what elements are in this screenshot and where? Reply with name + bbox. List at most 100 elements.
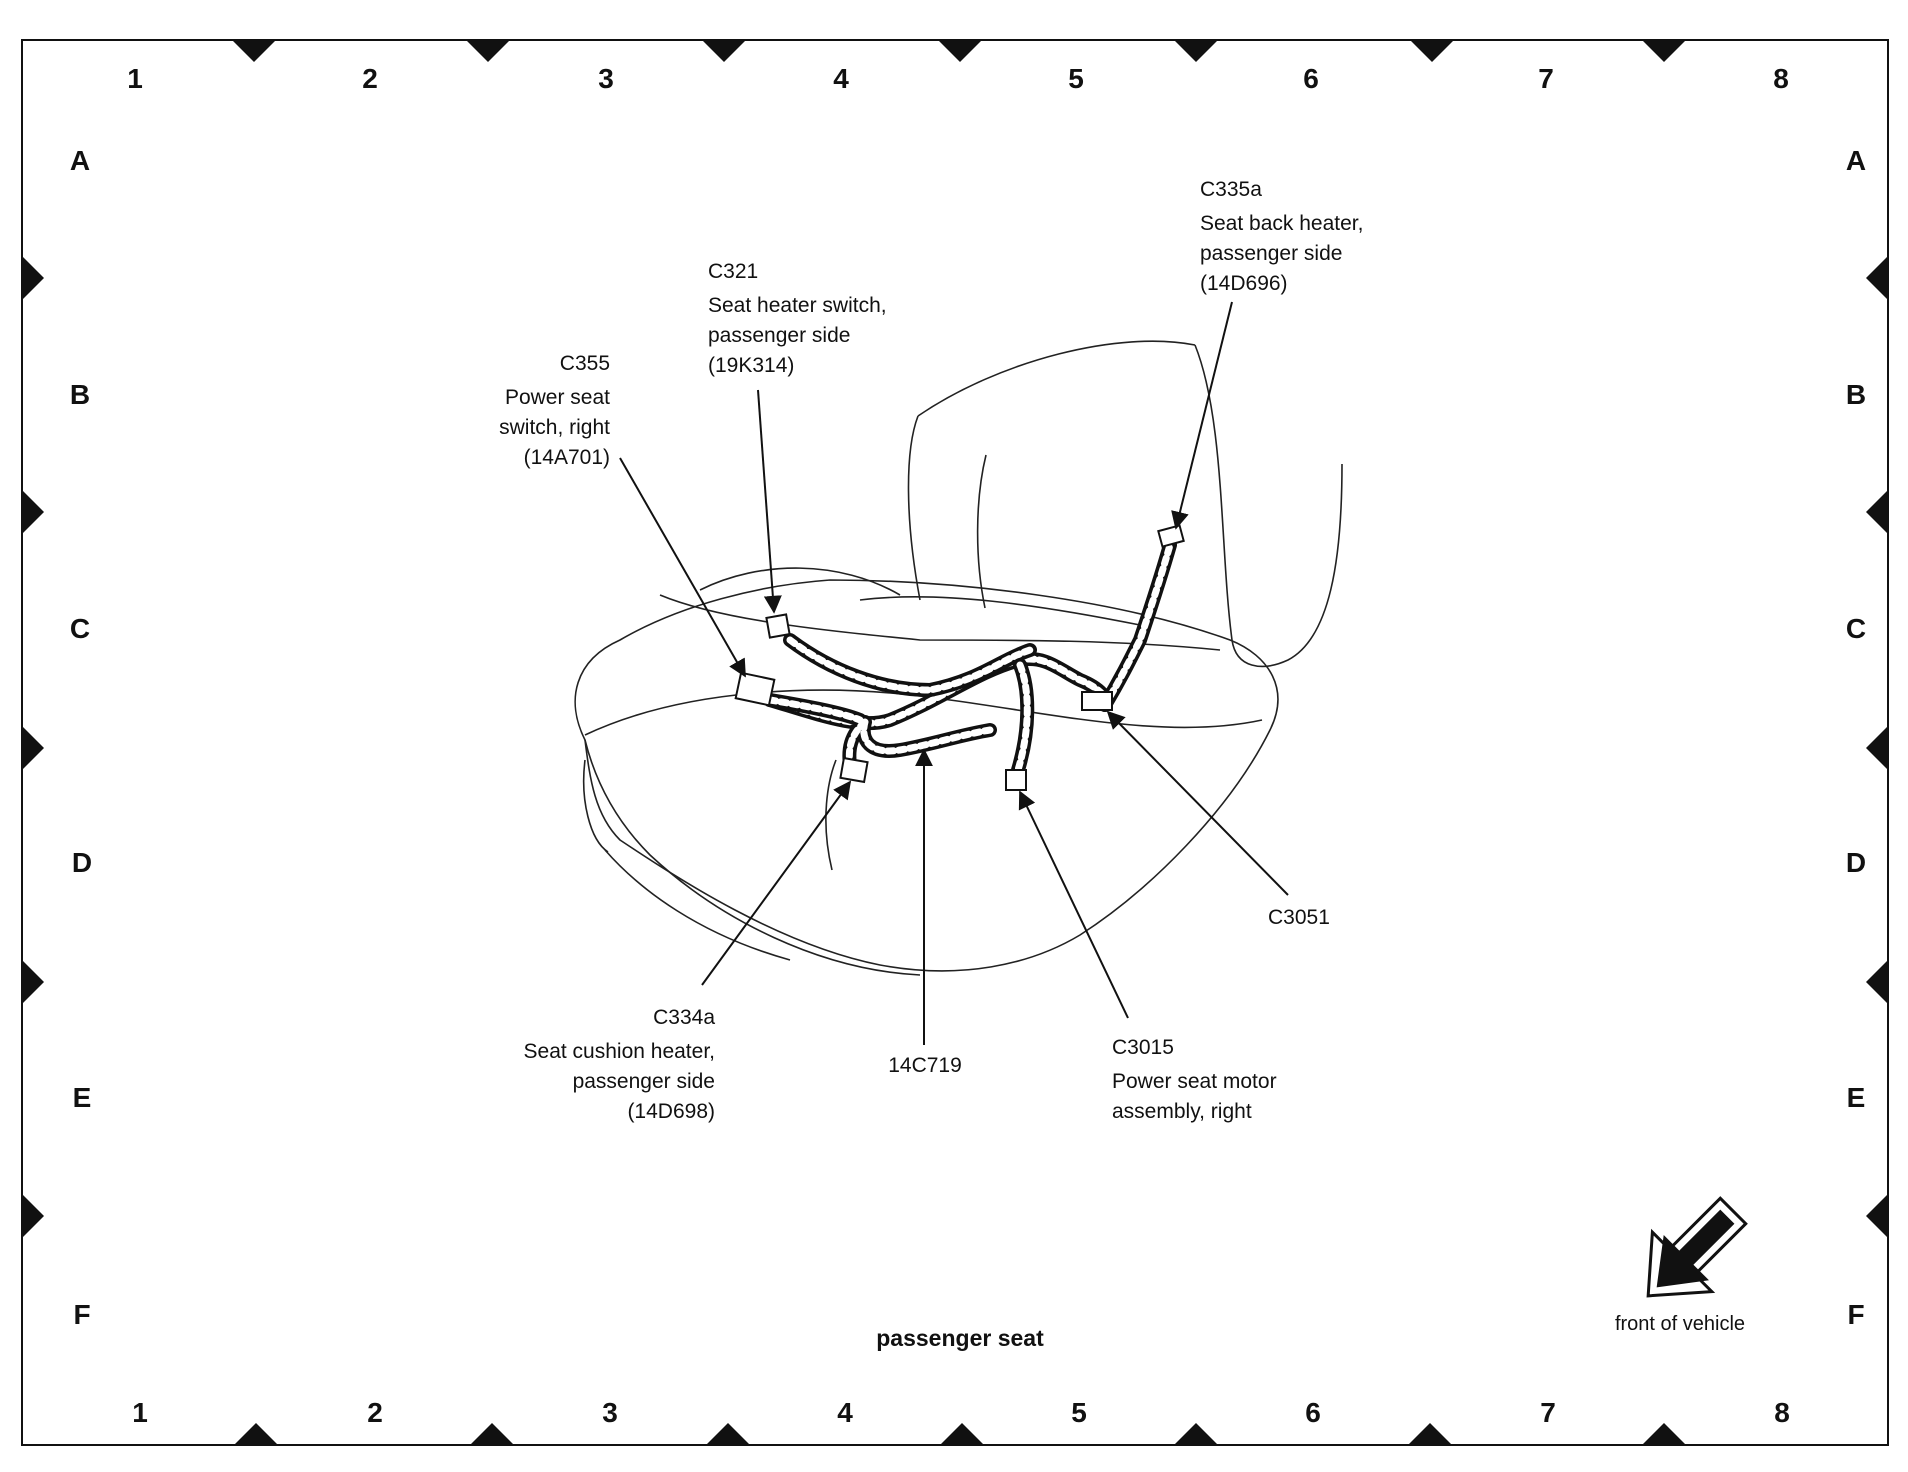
callout-text: passenger side [573, 1070, 715, 1093]
front-of-vehicle-indicator: front of vehicle [1615, 1196, 1748, 1335]
callout-c334a: C334a Seat cushion heater, passenger sid… [524, 1006, 716, 1123]
callout-id: C355 [560, 352, 610, 375]
callout-text: Seat back heater, [1200, 212, 1363, 235]
row-label-right: B [1846, 379, 1866, 410]
row-label-left: A [70, 145, 90, 176]
callout-c355: C355 Power seat switch, right (14A701) [499, 352, 610, 469]
column-label-bottom: 6 [1305, 1397, 1321, 1428]
top-grid-marker [466, 40, 510, 62]
top-grid-marker [1174, 40, 1218, 62]
leader-c3051 [1106, 710, 1289, 896]
front-of-vehicle-label: front of vehicle [1615, 1313, 1745, 1335]
diagram-caption: passenger seat [876, 1325, 1044, 1351]
grid-boundary-markers [22, 40, 1888, 1445]
row-label-right: A [1846, 145, 1866, 176]
callout-c321: C321 Seat heater switch, passenger side … [708, 260, 887, 377]
leader-c355 [619, 457, 746, 678]
row-labels-right: A B C D E F [1846, 145, 1866, 1330]
callout-text: passenger side [1200, 242, 1342, 265]
right-grid-marker [1866, 490, 1888, 534]
column-label-bottom: 7 [1540, 1397, 1556, 1428]
bottom-grid-marker [706, 1423, 750, 1445]
callout-text: passenger side [708, 324, 850, 347]
callout-id: C3051 [1268, 906, 1330, 929]
callout-c3015: C3015 Power seat motor assembly, right [1112, 1036, 1277, 1123]
callout-text: Power seat [505, 386, 610, 409]
column-label-bottom: 4 [837, 1397, 853, 1428]
connector-c355 [734, 671, 776, 707]
callout-c3051: C3051 [1268, 906, 1330, 929]
wiring-harness [734, 524, 1185, 791]
leader-c334a [701, 780, 852, 986]
connector-c3051 [1081, 691, 1113, 711]
left-grid-marker [22, 960, 44, 1004]
callout-14c719: 14C719 [888, 1054, 962, 1077]
seat-cushion-side [582, 759, 791, 961]
connector-c3015 [1005, 769, 1027, 791]
connector-c321 [765, 613, 791, 639]
callout-id: C3015 [1112, 1036, 1174, 1059]
row-label-right: C [1846, 613, 1866, 644]
seat-cushion-seam-lower [584, 689, 1263, 871]
column-label-top: 1 [127, 63, 143, 94]
column-label-top: 2 [362, 63, 378, 94]
row-label-right: E [1847, 1082, 1866, 1113]
top-grid-marker [702, 40, 746, 62]
right-grid-marker [1866, 256, 1888, 300]
column-label-bottom: 2 [367, 1397, 383, 1428]
callout-text: switch, right [499, 416, 610, 439]
column-label-top: 7 [1538, 63, 1554, 94]
callout-id: C334a [653, 1006, 715, 1029]
column-labels-top: 1 2 3 4 5 6 7 8 [127, 63, 1789, 94]
column-label-top: 3 [598, 63, 614, 94]
callout-text: assembly, right [1112, 1100, 1252, 1123]
bottom-grid-marker [1408, 1423, 1452, 1445]
right-grid-marker [1866, 1194, 1888, 1238]
top-grid-marker [232, 40, 276, 62]
leader-lines [619, 301, 1289, 1045]
column-label-bottom: 1 [132, 1397, 148, 1428]
leader-c3015 [1018, 790, 1129, 1019]
column-label-top: 5 [1068, 63, 1084, 94]
top-grid-marker [1410, 40, 1454, 62]
callout-text: Seat heater switch, [708, 294, 887, 317]
seat-back-outline [907, 344, 1343, 668]
column-label-top: 6 [1303, 63, 1319, 94]
callout-id: C335a [1200, 178, 1262, 201]
leader-c335a [1171, 301, 1233, 530]
right-grid-marker [1866, 726, 1888, 770]
direction-arrow-icon [1646, 1196, 1748, 1298]
row-label-left: D [72, 847, 92, 878]
bottom-grid-marker [1642, 1423, 1686, 1445]
row-label-right: D [1846, 847, 1866, 878]
callout-text: (14A701) [524, 446, 610, 469]
callout-text: Seat cushion heater, [524, 1040, 715, 1063]
callout-text: (14D698) [627, 1100, 715, 1123]
bottom-grid-marker [234, 1423, 278, 1445]
callout-id: 14C719 [888, 1054, 962, 1077]
top-grid-marker [1642, 40, 1686, 62]
seat-back-top [917, 340, 1196, 417]
seat-cushion-seam [659, 567, 1221, 651]
column-label-bottom: 8 [1774, 1397, 1790, 1428]
row-label-left: C [70, 613, 90, 644]
bottom-grid-marker [940, 1423, 984, 1445]
callout-text: (19K314) [708, 354, 794, 377]
left-grid-marker [22, 256, 44, 300]
column-label-bottom: 3 [602, 1397, 618, 1428]
connector-c335a [1157, 524, 1185, 548]
bottom-grid-marker [1174, 1423, 1218, 1445]
left-grid-marker [22, 490, 44, 534]
connector-c334a [839, 756, 869, 784]
row-label-left: F [73, 1299, 90, 1330]
column-label-bottom: 5 [1071, 1397, 1087, 1428]
harness-cushion-branch [763, 693, 997, 772]
row-label-right: F [1847, 1299, 1864, 1330]
bottom-grid-marker [470, 1423, 514, 1445]
top-grid-marker [938, 40, 982, 62]
passenger-seat-illustration [574, 340, 1343, 976]
right-grid-marker [1866, 960, 1888, 1004]
row-labels-left: A B C D E F [70, 145, 92, 1330]
left-grid-marker [22, 1194, 44, 1238]
